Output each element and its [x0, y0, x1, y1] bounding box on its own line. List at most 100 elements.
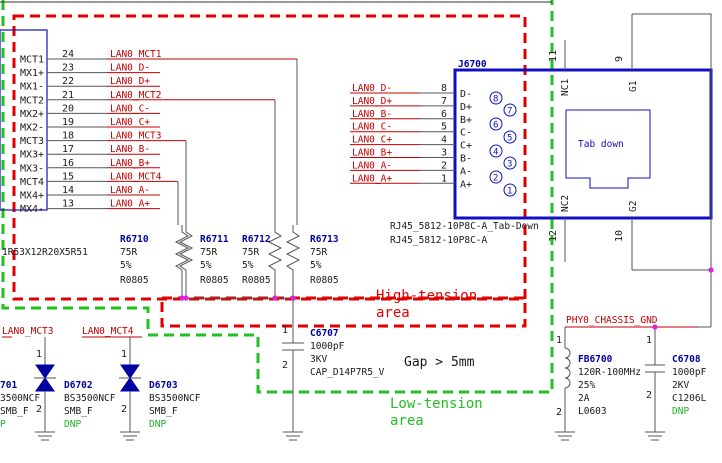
jack-pin-name: C+	[460, 141, 472, 152]
junction-dot	[652, 324, 658, 330]
jack-pin-name: C-	[460, 128, 472, 139]
jack-pin-name: D+	[460, 102, 472, 113]
junction-dot	[708, 267, 714, 273]
left-pin-name: MX3-	[20, 163, 44, 174]
jack-pin-circle	[489, 117, 503, 131]
svg-text:2: 2	[36, 404, 42, 415]
left-pin-number: 17	[62, 144, 74, 155]
svg-text:7: 7	[507, 107, 512, 117]
left-pin-number: 15	[62, 171, 74, 182]
svg-text:SMB_F: SMB_F	[64, 406, 93, 417]
jack-pin-circle	[489, 170, 503, 184]
svg-text:1000pF: 1000pF	[672, 367, 707, 378]
svg-text:2: 2	[121, 404, 127, 415]
svg-text:3: 3	[507, 160, 512, 170]
jack-net-label: LAN0_A-	[352, 160, 392, 171]
left-net-label: LAN0_D-	[110, 63, 150, 74]
jack-pin-number: 8	[441, 83, 447, 94]
resistor-r6711: R6711 75R 5% R0805	[178, 225, 229, 298]
jack-pin-number: 7	[441, 96, 447, 107]
left-net-label: LAN0_D+	[110, 76, 150, 87]
svg-text:DNP: DNP	[64, 419, 81, 430]
left-pin-number: 13	[62, 199, 74, 210]
ferrite-bead-fb6700: 1 2 FB6700 120R-100MHz 25% 2A L0603	[555, 327, 641, 441]
jack-pin-circle	[503, 103, 517, 117]
left-net-label: LAN0_MCT4	[110, 171, 162, 182]
tab-down-text: Tab down	[578, 139, 624, 150]
junction-dot	[290, 295, 296, 301]
svg-text:1000pF: 1000pF	[310, 341, 345, 352]
left-net-label: LAN0_MCT1	[110, 49, 162, 60]
tvs-diodes: LAN0_MCT37013500NCFSMB_FP12D6702BS3500NC…	[0, 326, 201, 441]
left-connector-part: 1R53X12R20X5R51	[2, 247, 88, 258]
jack-pin-circle	[503, 183, 517, 197]
svg-text:R6712: R6712	[242, 234, 271, 245]
left-pin-name: MCT2	[20, 95, 44, 106]
left-pin-name: MX4+	[20, 191, 44, 202]
low-tension-label: Low-tension	[390, 396, 483, 412]
left-pin-number: 22	[62, 76, 74, 87]
svg-text:9: 9	[614, 56, 625, 62]
left-connector-body	[0, 29, 48, 211]
left-pin-number: 21	[62, 90, 74, 101]
svg-text:2A: 2A	[578, 393, 590, 404]
low-tension-label-2: area	[390, 413, 424, 429]
svg-text:25%: 25%	[578, 380, 595, 391]
svg-text:LAN0_MCT3: LAN0_MCT3	[2, 326, 53, 337]
svg-text:CAP_D14P7R5_V: CAP_D14P7R5_V	[310, 367, 385, 378]
svg-text:BS3500NCF: BS3500NCF	[64, 393, 116, 404]
svg-text:DNP: DNP	[149, 419, 166, 430]
tab-down-symbol: Tab down	[565, 109, 651, 189]
svg-text:1: 1	[282, 325, 288, 336]
left-net-label: LAN0_MCT3	[110, 131, 161, 142]
svg-text:5%: 5%	[120, 260, 132, 271]
svg-text:5%: 5%	[200, 260, 212, 271]
jack-pin-number: 2	[441, 160, 447, 171]
svg-text:R6710: R6710	[120, 234, 149, 245]
svg-text:SMB_F: SMB_F	[149, 406, 178, 417]
svg-text:75R: 75R	[310, 247, 327, 258]
junction-dot	[272, 295, 278, 301]
svg-text:75R: 75R	[200, 247, 217, 258]
low-tension-boundary	[1, 0, 554, 394]
left-net-label: LAN0_A-	[110, 185, 150, 196]
svg-text:1: 1	[36, 349, 42, 360]
svg-text:R0805: R0805	[200, 275, 229, 286]
c6707-ref: C6707	[310, 328, 339, 339]
svg-text:SMB_F: SMB_F	[0, 406, 29, 417]
jack-pin-number: 5	[441, 122, 447, 133]
jack-g1: G1	[628, 80, 639, 92]
jack-pin-name: A-	[460, 166, 472, 177]
svg-text:D6702: D6702	[64, 380, 93, 391]
jack-pin-name: A+	[460, 179, 472, 190]
gap-note: Gap > 5mm	[404, 355, 475, 370]
high-tension-boundary	[12, 14, 527, 301]
high-tension-extension	[160, 296, 527, 328]
capacitor-c6708: 1 2 C6708 1000pF 2KV C1206L DNP	[645, 327, 707, 441]
left-pin-name: MX2+	[20, 109, 44, 120]
svg-text:DNP: DNP	[672, 406, 689, 417]
svg-text:8: 8	[493, 95, 498, 105]
svg-text:5: 5	[507, 134, 512, 144]
svg-text:2: 2	[646, 390, 652, 401]
svg-text:LAN0_MCT4: LAN0_MCT4	[82, 326, 134, 337]
fb6700-ref: FB6700	[578, 354, 613, 365]
left-pin-name: MX1-	[20, 82, 44, 93]
svg-text:2: 2	[493, 174, 498, 184]
svg-text:BS3500NCF: BS3500NCF	[149, 393, 201, 404]
svg-text:D6703: D6703	[149, 380, 178, 391]
jack-part-1: RJ45_5812-10P8C-A_Tab-Down	[390, 221, 539, 232]
svg-text:12: 12	[548, 230, 559, 242]
left-net-label: LAN0_B-	[110, 144, 150, 155]
svg-text:R0805: R0805	[120, 275, 149, 286]
svg-text:3KV: 3KV	[310, 354, 327, 365]
jack-pin-name: B-	[460, 154, 472, 165]
left-pin-name: MCT1	[20, 55, 44, 66]
jack-pin-name: D-	[460, 89, 472, 100]
svg-text:R6711: R6711	[200, 234, 229, 245]
svg-text:75R: 75R	[242, 247, 259, 258]
